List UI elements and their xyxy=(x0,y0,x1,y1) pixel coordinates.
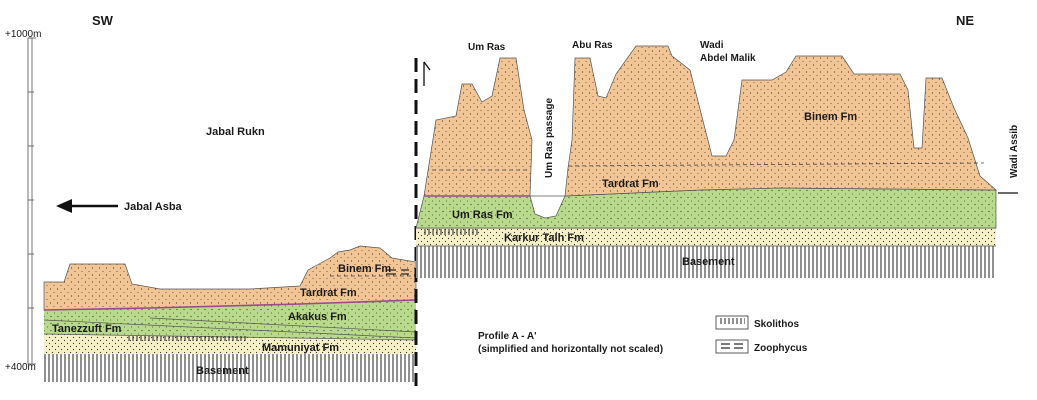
jabal-asba-arrow xyxy=(56,199,118,213)
ne-karkur-talh xyxy=(416,228,996,246)
sw-tanezzuft-line1 xyxy=(43,319,417,339)
ne-karkur-talh-label: Karkur Talh Fm xyxy=(504,232,584,244)
ne-section: Binem Fm Tardrat Fm Um Ras Fm Karkur Tal… xyxy=(415,45,1018,278)
fault-arrow-icon xyxy=(423,61,431,71)
profile-title: Profile A - A' xyxy=(478,331,537,342)
sw-akakus-label: Akakus Fm xyxy=(288,311,347,323)
sw-akakus xyxy=(44,300,416,340)
sw-basement-label: Basement xyxy=(196,365,249,377)
sw-direction-label: SW xyxy=(92,13,114,28)
ne-tardrat-label: Tardrat Fm xyxy=(602,178,659,190)
sw-basement xyxy=(44,354,416,382)
um-ras-label: Um Ras xyxy=(468,42,506,53)
sw-section: Binem Fm Tardrat Fm Akakus Fm Tanezzuft … xyxy=(43,245,417,382)
sw-skolithos-marks xyxy=(126,336,246,341)
sw-binem-label: Binem Fm xyxy=(338,263,391,275)
um-ras-passage-label: Um Ras passage xyxy=(544,98,555,178)
fault xyxy=(414,58,431,386)
ne-binem-dashed xyxy=(567,162,985,167)
sw-binem xyxy=(43,245,417,311)
legend-skolithos-label: Skolithos xyxy=(754,319,799,330)
ne-direction-label: NE xyxy=(956,13,974,28)
scale-top-label: +1000m xyxy=(5,29,41,40)
abu-ras-label: Abu Ras xyxy=(572,40,613,51)
sw-mamuniyat-label: Mamuniyat Fm xyxy=(262,342,339,354)
ne-binem-fm xyxy=(423,45,997,197)
arrow-left-icon xyxy=(56,199,72,213)
sw-tanezzuft-line2 xyxy=(149,317,417,333)
sw-tardrat-label: Tardrat Fm xyxy=(300,287,357,299)
wadi-label: Wadi xyxy=(700,40,724,51)
ne-skolithos-marks xyxy=(424,229,480,235)
legend: Skolithos Zoophycus xyxy=(715,315,808,354)
legend-zoophycus-label: Zoophycus xyxy=(754,343,808,354)
ne-um-ras-label: Um Ras Fm xyxy=(452,209,513,221)
sw-tardrat-contact xyxy=(43,299,417,311)
profile-subtitle: (simplified and horizontally not scaled) xyxy=(478,344,663,355)
vertical-scale: +1000m +400m xyxy=(5,29,41,373)
sw-tanezzuft-label: Tanezzuft Fm xyxy=(52,323,122,335)
wadi-assib-label: Wadi Assib xyxy=(1009,125,1020,178)
scale-bottom-label: +400m xyxy=(5,362,36,373)
jabal-asba-label: Jabal Asba xyxy=(124,201,183,213)
abdel-malik-label: Abdel Malik xyxy=(700,53,756,64)
legend-zoophycus-swatch xyxy=(715,339,749,354)
jabal-rukn-label: Jabal Rukn xyxy=(206,126,265,138)
ne-basement-label: Basement xyxy=(682,256,735,268)
ne-basement xyxy=(416,246,996,278)
ne-binem-label: Binem Fm xyxy=(804,111,857,123)
